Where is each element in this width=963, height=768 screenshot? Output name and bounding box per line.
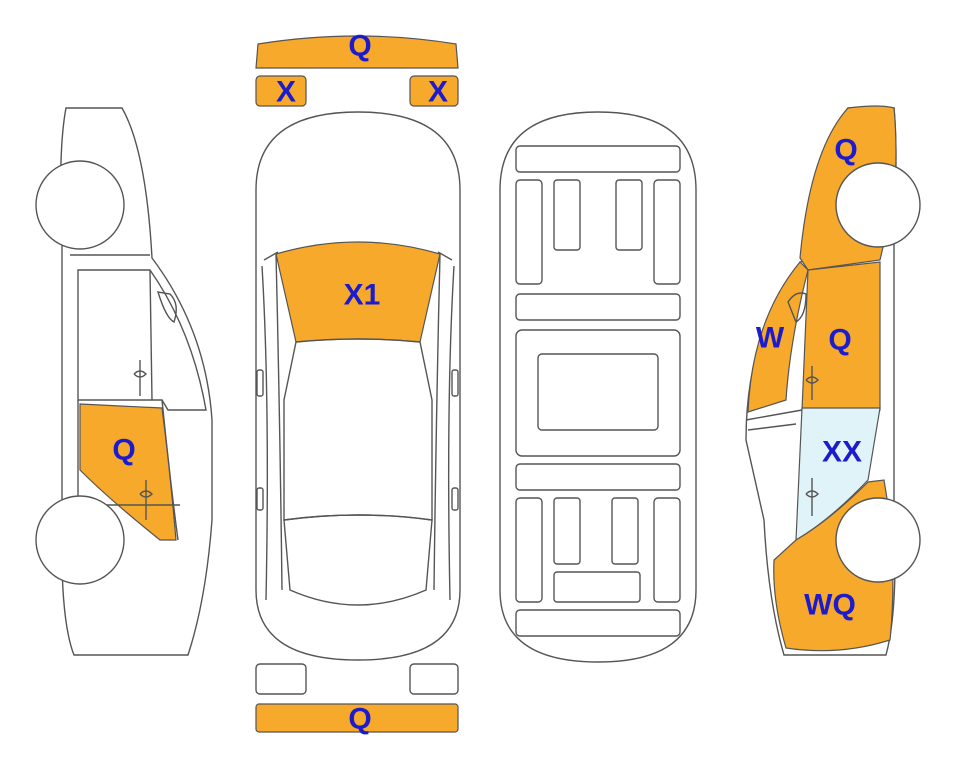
underside-rear-left-rail <box>515 497 543 603</box>
top-view-hood-lines <box>263 251 453 261</box>
left-side-door-handle-rear <box>139 480 153 520</box>
right-a-pillar-label: W <box>756 322 785 355</box>
right-side-front-wheel <box>835 497 921 583</box>
right-side-view: Q W Q XX WQ <box>745 105 921 656</box>
right-side-door-handle-front <box>805 478 819 516</box>
left-rear-door-label: Q <box>112 434 135 467</box>
left-side-view: Q <box>35 107 213 656</box>
underside-front-right-pad <box>615 179 643 251</box>
front-right-headlight-label: X <box>428 76 448 109</box>
top-view-left-mirror <box>256 369 264 397</box>
top-view-right-mirror <box>451 369 459 397</box>
underside-outline <box>499 111 697 663</box>
underside-rear-right-rail <box>653 497 681 603</box>
left-side-door-handle-front <box>133 360 147 396</box>
left-side-front-wheel <box>35 160 125 250</box>
underside-front-bar <box>515 145 681 173</box>
left-side-mirror <box>156 291 177 323</box>
rear-bumper-label: Q <box>348 703 371 736</box>
left-rear-door-panel <box>79 403 177 541</box>
right-side-mirror <box>787 292 807 324</box>
left-side-window-line <box>77 269 207 411</box>
front-left-headlight-label: X <box>276 76 296 109</box>
top-view-left-handle <box>256 487 264 511</box>
underside-rear-bar <box>515 609 681 637</box>
right-side-rear-wheel <box>835 162 921 248</box>
rear-bumper-panel <box>255 703 459 733</box>
right-a-pillar-panel <box>747 261 809 413</box>
underside-crossmember-2 <box>515 463 681 491</box>
rear-right-taillight <box>409 663 459 695</box>
right-side-door-handle-rear <box>805 366 819 400</box>
underside-front-left-pad <box>553 179 581 251</box>
front-left-headlight-panel <box>255 75 307 107</box>
right-side-window-line <box>745 409 803 431</box>
top-view-right-handle <box>451 487 459 511</box>
rear-left-taillight <box>255 663 307 695</box>
underside-crossmember-1 <box>515 293 681 321</box>
right-rear-quarter-label: Q <box>834 134 857 167</box>
underside-center-tunnel <box>537 353 659 431</box>
underside-rear-left-pad <box>553 497 581 565</box>
underside-rear-right-pad <box>611 497 639 565</box>
top-view: Q X X X1 Q <box>255 30 461 736</box>
left-side-rear-wheel <box>35 495 125 585</box>
underside-front-right-rail <box>653 179 681 285</box>
front-bumper-label: Q <box>348 30 371 63</box>
top-view-side-lines <box>261 253 455 601</box>
windshield-label: X1 <box>344 279 381 312</box>
front-bumper-panel <box>255 35 459 69</box>
underside-center-frame <box>515 329 681 457</box>
right-front-window-label: XX <box>822 436 862 469</box>
top-view-rear-window <box>283 514 433 606</box>
right-front-fender-label: WQ <box>804 589 856 622</box>
right-front-door-label: Q <box>828 324 851 357</box>
underside-rear-center-pad <box>553 571 641 603</box>
underside-view <box>499 111 697 663</box>
underside-front-left-rail <box>515 179 543 285</box>
front-right-headlight-panel <box>409 75 459 107</box>
